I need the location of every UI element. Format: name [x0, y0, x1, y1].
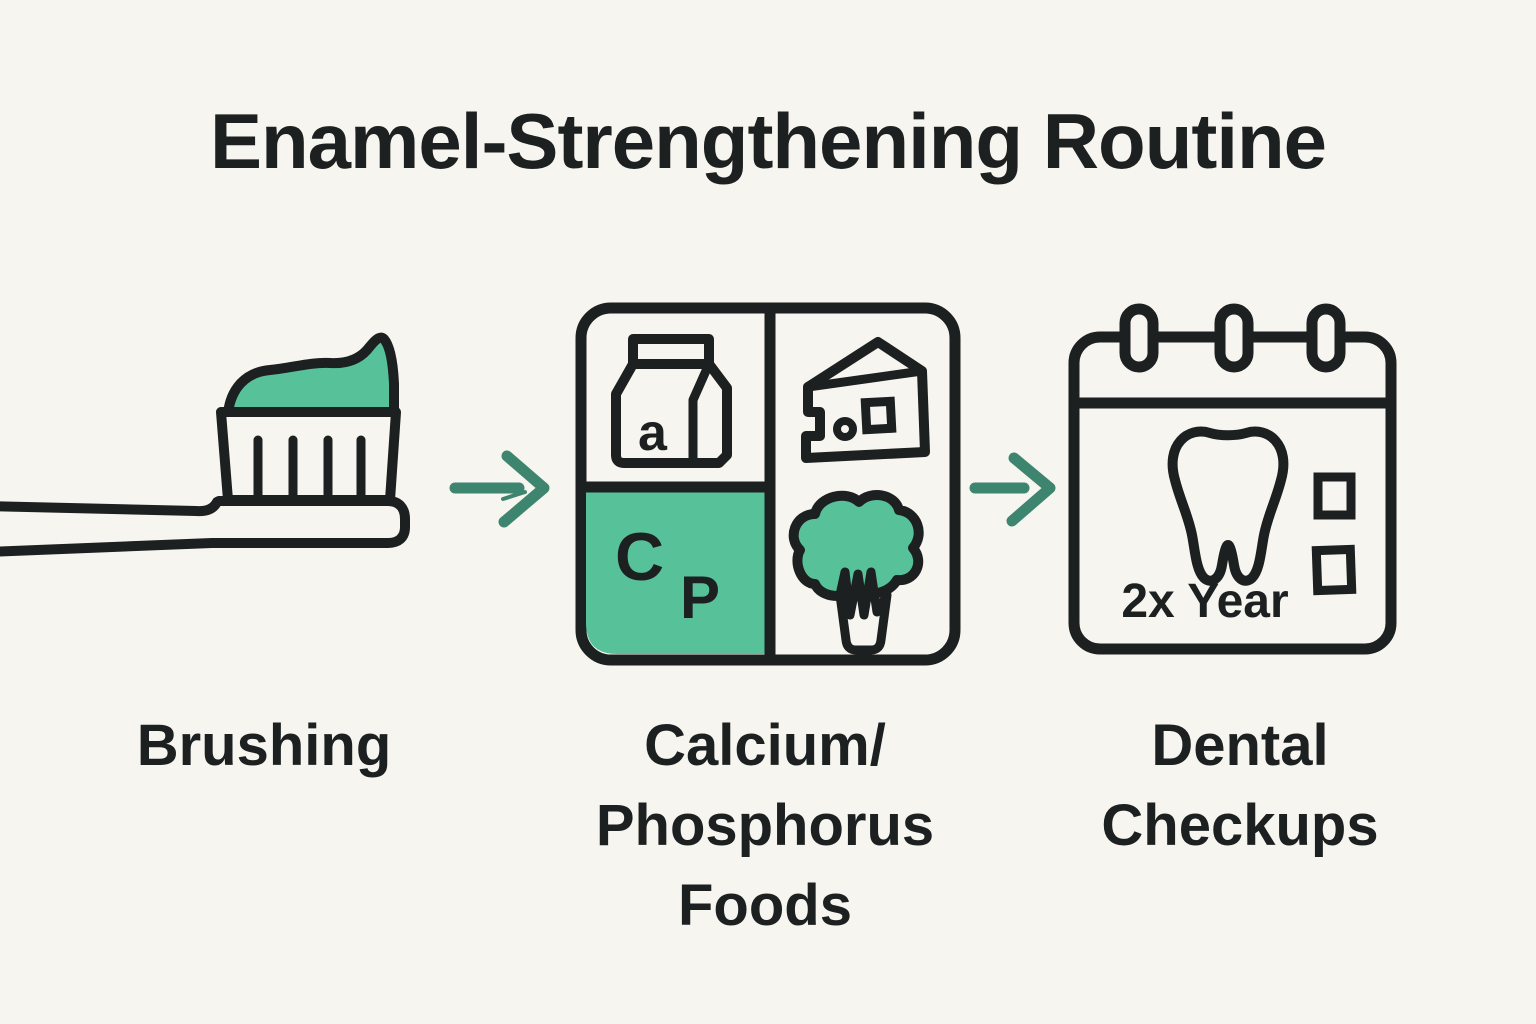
- arrow-right-icon: [449, 450, 550, 528]
- arrow-right-icon: [969, 452, 1056, 527]
- phosphorus-symbol: P: [680, 564, 720, 631]
- toothbrush-bristles: [253, 435, 366, 502]
- calcium-phosphorus-cell: [586, 487, 770, 654]
- calendar-icon: 2x Year: [1068, 303, 1397, 655]
- milk-carton-icon: a: [611, 334, 732, 468]
- toothbrush-icon: [0, 332, 410, 557]
- calendar-rings: [1119, 303, 1346, 373]
- foods-grid-icon: a C P: [575, 302, 961, 666]
- cheese-icon: [801, 337, 930, 463]
- frequency-note: 2x Year: [1121, 575, 1288, 628]
- broccoli-icon: [788, 490, 924, 655]
- page-title: Enamel-Strengthening Routine: [209, 97, 1327, 185]
- toothpaste-blob: [223, 332, 399, 418]
- tooth-icon: [1167, 426, 1289, 586]
- milk-carton-letter: a: [638, 404, 668, 462]
- step-label-brushing: Brushing: [136, 713, 392, 778]
- step-label-calcium-phosphorus-foods: Calcium/ Phosphorus Foods: [595, 713, 935, 938]
- toothbrush-bristle-cup: [216, 407, 401, 505]
- toothbrush-handle: [0, 496, 410, 557]
- step-label-dental-checkups: Dental Checkups: [1101, 713, 1379, 858]
- checkbox-icon: [1313, 472, 1356, 520]
- checkbox-icon: [1311, 544, 1357, 596]
- calcium-symbol: C: [615, 519, 664, 595]
